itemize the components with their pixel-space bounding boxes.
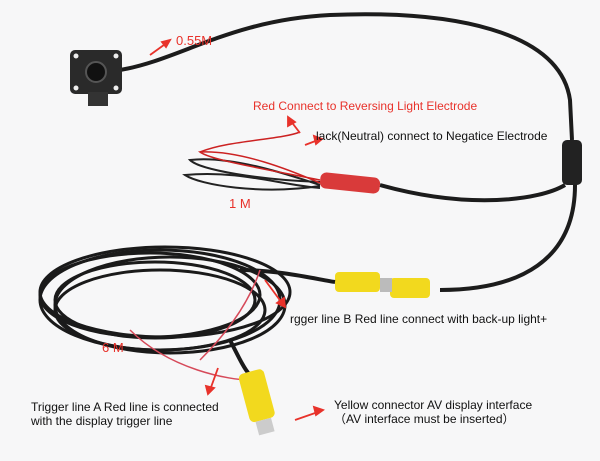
main-cable-coil — [38, 245, 292, 355]
red-wire-label: Red Connect to Reversing Light Electrode — [253, 99, 478, 113]
annotation-arrows — [149, 38, 325, 421]
red-power-connector — [319, 172, 381, 194]
power-cable-length-label: 1 M — [229, 196, 251, 211]
yellow-rca-plug — [238, 369, 275, 436]
av-male-connector — [335, 272, 380, 292]
video-branch-cable — [439, 184, 577, 292]
trigger-a-label-line2: with the display trigger line — [31, 414, 173, 428]
splitter — [562, 140, 582, 185]
camera-cable — [119, 12, 574, 141]
main-cable-length-label: 6 M — [102, 340, 124, 355]
yellow-connector-label-line1: Yellow connector AV display interface — [334, 398, 533, 412]
trigger-b-label: rgger line B Red line connect with back-… — [290, 312, 548, 326]
yellow-connector-label-line2: （AV interface must be inserted） — [334, 412, 515, 426]
power-branch-cable — [379, 183, 567, 203]
camera-cable-length-label: 0.55M — [176, 33, 213, 48]
av-female-connector — [390, 278, 430, 298]
camera — [70, 50, 122, 106]
black-wire-label: lack(Neutral) connect to Negatice Electr… — [316, 129, 548, 143]
trigger-a-label-line1: Trigger line A Red line is connected — [31, 400, 219, 414]
